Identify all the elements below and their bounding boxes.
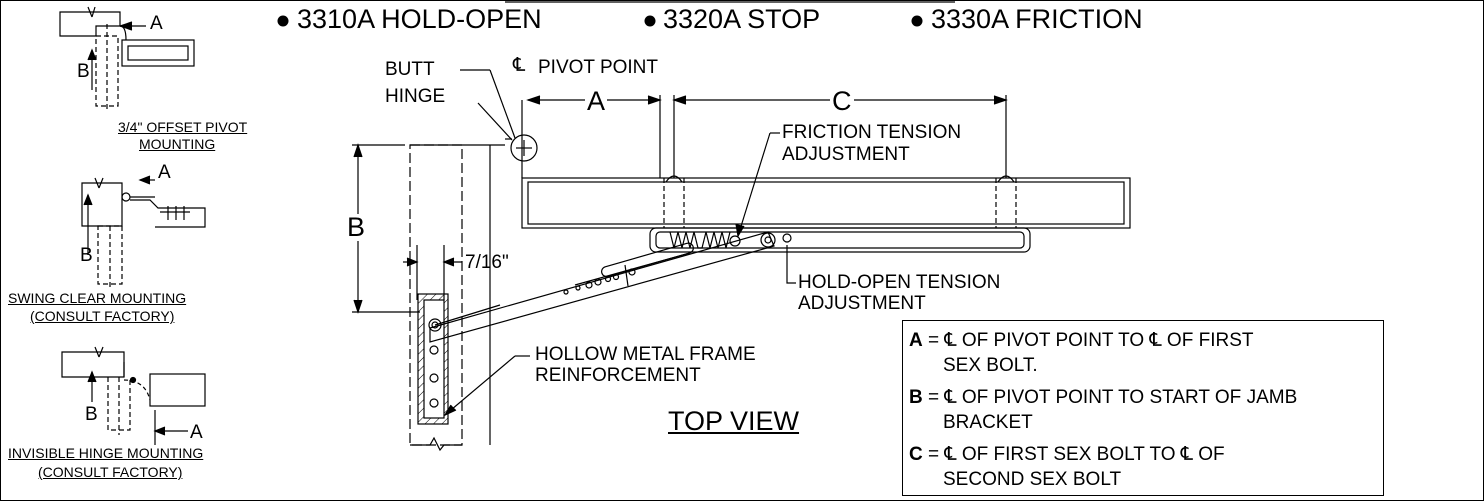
hold-open-tension-label-line2: ADJUSTMENT <box>798 293 926 314</box>
inset2-letter-b: B <box>80 245 93 266</box>
inset2-letter-a: A <box>158 162 171 183</box>
swing-clear-caption-line2: (CONSULT FACTORY) <box>30 308 175 324</box>
legend-row-a: A = ℄ OF PIVOT POINT TO ℄ OF FIRST <box>909 331 1253 350</box>
legend-text-a: = ℄ OF PIVOT POINT TO ℄ OF FIRST <box>928 330 1254 351</box>
model-label-friction: 3330A FRICTION <box>931 4 1143 34</box>
dimension-b-label: B <box>345 212 368 242</box>
hollow-frame-label: HOLLOW METAL FRAME <box>535 344 756 365</box>
gap-dimension-label: 7/16" <box>465 252 509 273</box>
invisible-hinge-inset <box>61 346 206 445</box>
legend-text-a-line2: SEX BOLT. <box>943 355 1038 376</box>
legend-row-b: B = ℄ OF PIVOT POINT TO START OF JAMB <box>909 388 1297 407</box>
model-label-stop: 3320A STOP <box>663 4 821 34</box>
top-view-title: TOP VIEW <box>668 406 800 436</box>
inset3-letter-a: A <box>190 422 203 443</box>
model-label-hold-open: 3310A HOLD-OPEN <box>297 4 542 34</box>
inset1-letter-b: B <box>77 61 90 82</box>
legend-text-c: = ℄ OF FIRST SEX BOLT TO ℄ OF <box>928 444 1225 465</box>
dimension-c-label: C <box>830 86 854 116</box>
friction-tension-label: FRICTION TENSION <box>782 122 962 143</box>
bullet-icon <box>644 15 656 27</box>
legend-text-b: = ℄ OF PIVOT POINT TO START OF JAMB <box>928 387 1298 408</box>
inset1-letter-a: A <box>150 13 163 34</box>
hold-open-tension-label: HOLD-OPEN TENSION <box>798 272 1001 293</box>
legend-key-b: B <box>909 387 923 408</box>
butt-hinge-label-line2: HINGE <box>385 86 446 107</box>
dimension-legend: A = ℄ OF PIVOT POINT TO ℄ OF FIRST SEX B… <box>902 320 1384 496</box>
legend-key-c: C <box>909 444 923 465</box>
legend-text-c-line2: SECOND SEX BOLT <box>943 469 1122 490</box>
centerline-symbol: ℄ <box>513 55 526 76</box>
hollow-frame-label-line2: REINFORCEMENT <box>535 365 701 386</box>
swing-clear-inset <box>81 175 206 288</box>
swing-clear-caption: SWING CLEAR MOUNTING <box>8 290 187 306</box>
legend-row-c: C = ℄ OF FIRST SEX BOLT TO ℄ OF <box>909 445 1225 464</box>
offset-pivot-caption: 3/4" OFFSET PIVOT <box>118 119 248 135</box>
bullet-icon <box>911 15 923 27</box>
butt-hinge-label: BUTT <box>385 59 435 80</box>
offset-pivot-inset <box>59 6 195 110</box>
legend-key-a: A <box>909 330 923 351</box>
legend-text-b-line2: BRACKET <box>943 412 1033 433</box>
dimension-a-label: A <box>585 86 608 116</box>
friction-tension-label-line2: ADJUSTMENT <box>782 144 910 165</box>
offset-pivot-caption-line2: MOUNTING <box>139 136 216 152</box>
pivot-point-label: PIVOT POINT <box>538 57 659 78</box>
invisible-hinge-caption: INVISIBLE HINGE MOUNTING <box>8 445 204 461</box>
main-top-view <box>352 69 1131 452</box>
inset3-letter-b: B <box>85 404 98 425</box>
bullet-icon <box>277 15 289 27</box>
invisible-hinge-caption-line2: (CONSULT FACTORY) <box>38 464 183 480</box>
